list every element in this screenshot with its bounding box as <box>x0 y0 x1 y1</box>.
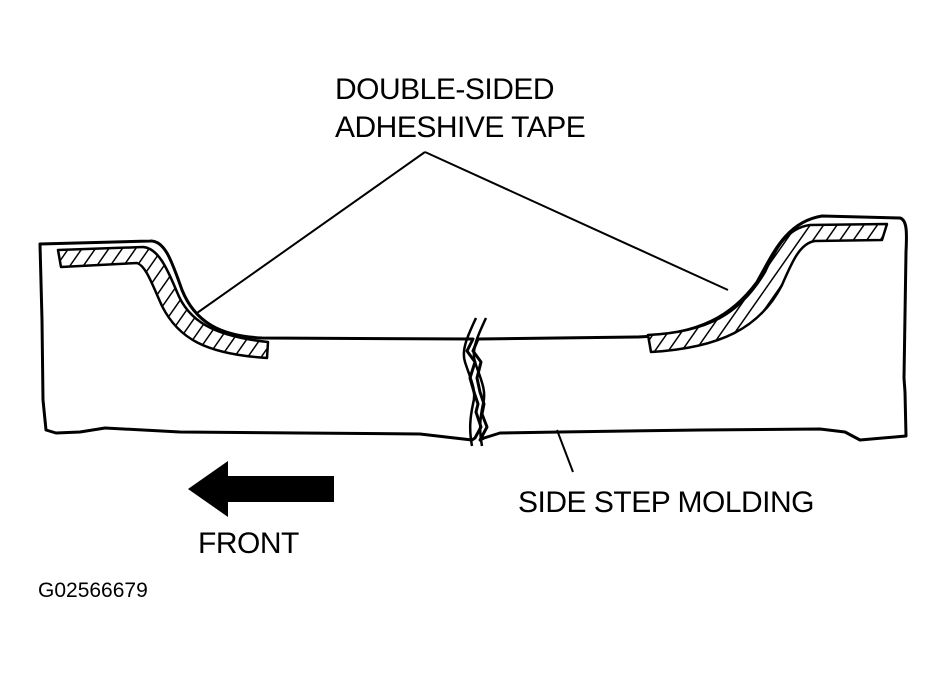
molding-body-right <box>471 214 908 442</box>
figure-code: G02566679 <box>38 579 148 602</box>
leader-line-right <box>424 151 729 291</box>
adhesive-tape-right <box>646 222 889 354</box>
leader-line-molding <box>556 429 574 473</box>
front-label: FRONT <box>198 527 299 560</box>
leader-line-left <box>196 151 426 314</box>
arrow-left-icon <box>188 461 334 517</box>
tape-label-line1: DOUBLE-SIDED <box>335 73 554 106</box>
tape-label-line2: ADHESHIVE TAPE <box>335 111 585 144</box>
adhesive-tape-left <box>56 245 270 360</box>
molding-label: SIDE STEP MOLDING <box>518 486 814 519</box>
break-mark-icon <box>462 317 488 447</box>
